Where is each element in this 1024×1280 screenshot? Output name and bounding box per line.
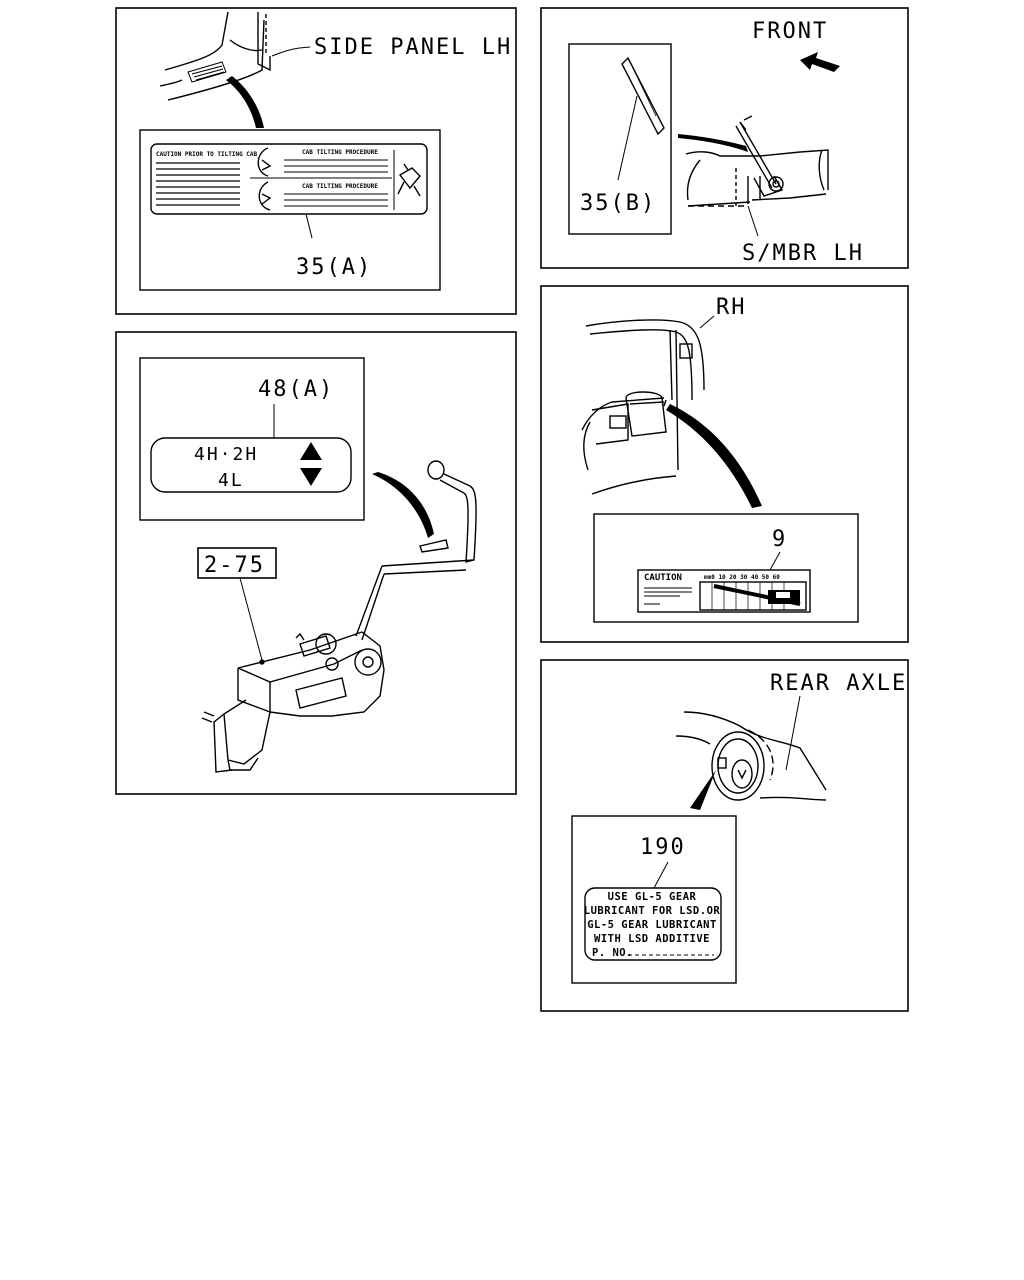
up-arrow-icon [300,442,322,460]
decal-9-header: CAUTION [644,573,682,583]
side-panel-callout: SIDE PANEL LH [314,35,512,60]
label-190-part-number: P. NO. [592,947,633,959]
shift-label-4l: 4L [218,470,244,491]
part-190-label: 190 [640,835,686,860]
rear-axle-callout: REAR AXLE [770,671,907,696]
panel-side-panel: SIDE PANEL LH CAUTION PRIOR TO TILTING C… [115,7,517,315]
panel-rh-side: RH 9 CAUTION mm0 10 20 30 40 50 60 [540,285,909,643]
decal-35a-pictogram-1 [257,147,272,177]
down-arrow-icon [300,468,322,486]
part-35b-label: 35(B) [580,191,656,216]
panel-transfer-lever: 48(A) 4H·2H 4L 2-75 [115,331,517,795]
decal-9-scale: mm0 10 20 30 40 50 60 [704,574,780,581]
label-190-line-3: GL-5 GEAR LUBRICANT [587,919,717,931]
decal-35a-title-2: CAB TILTING PROCEDURE [302,183,378,190]
part-35a-label: 35(A) [296,255,372,280]
decal-35a-cab-icon [397,163,421,197]
part-9-label: 9 [772,527,787,552]
ref-2-75-label: 2-75 [204,553,265,578]
decal-location-mark [187,61,227,83]
decal-35a-text-lines [156,162,240,206]
shift-lever [355,460,477,641]
label-190-line-2: LUBRICANT FOR LSD.OR [584,905,721,917]
transfer-mechanism [201,631,385,773]
shift-label-4h-2h: 4H·2H [194,444,258,465]
axle-housing [675,711,827,801]
side-member-callout: S/MBR LH [742,241,864,266]
panel-front-member: FRONT 35(B) S/MBR LH [540,7,909,269]
decal-35a-title-1: CAB TILTING PROCEDURE [302,149,378,156]
panel-rear-axle: REAR AXLE 190 USE GL-5 GEAR LUBRICANT FO… [540,659,909,1012]
label-190-line-4: WITH LSD ADDITIVE [594,933,710,945]
label-190-line-1: USE GL-5 GEAR [608,891,697,903]
front-arrow-icon [800,52,840,72]
part-48a-label: 48(A) [258,377,334,402]
rh-callout: RH [716,295,747,320]
front-direction-label: FRONT [752,19,828,44]
decal-9-chart [699,581,807,611]
decal-35b-strip [621,56,665,136]
decal-35a-pictogram-2 [258,181,272,211]
hook-bracket [735,115,784,197]
decal-35a-header: CAUTION PRIOR TO TILTING CAB [156,151,258,158]
